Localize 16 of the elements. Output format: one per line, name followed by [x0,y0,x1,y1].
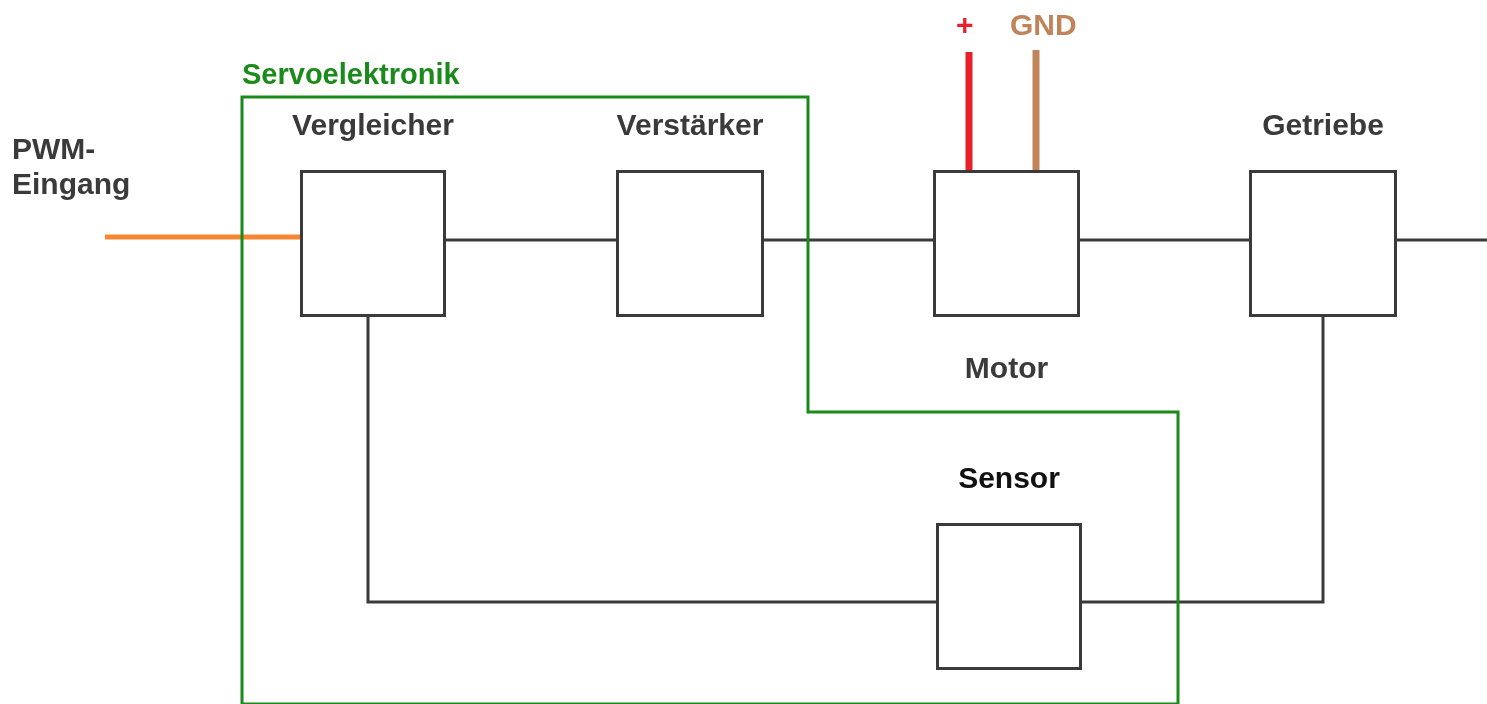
connector-line [764,238,933,242]
connector-line [366,317,936,604]
connector-line [446,238,616,242]
block-label: Verstärker [615,108,765,143]
connector-line [1082,317,1325,604]
connector-line [1397,238,1487,242]
terminal-label: PWM- Eingang [12,132,132,201]
connector-line [105,234,300,240]
block-label: Sensor [957,461,1061,496]
connector-line [1080,238,1249,242]
block-label: Vergleicher [291,108,455,143]
terminal-label: GND [1010,8,1078,43]
group-title: Servoelektronik [242,58,460,92]
block-label: Motor [963,351,1050,386]
terminal-label: + [956,8,975,43]
block-label: Getriebe [1261,108,1385,143]
